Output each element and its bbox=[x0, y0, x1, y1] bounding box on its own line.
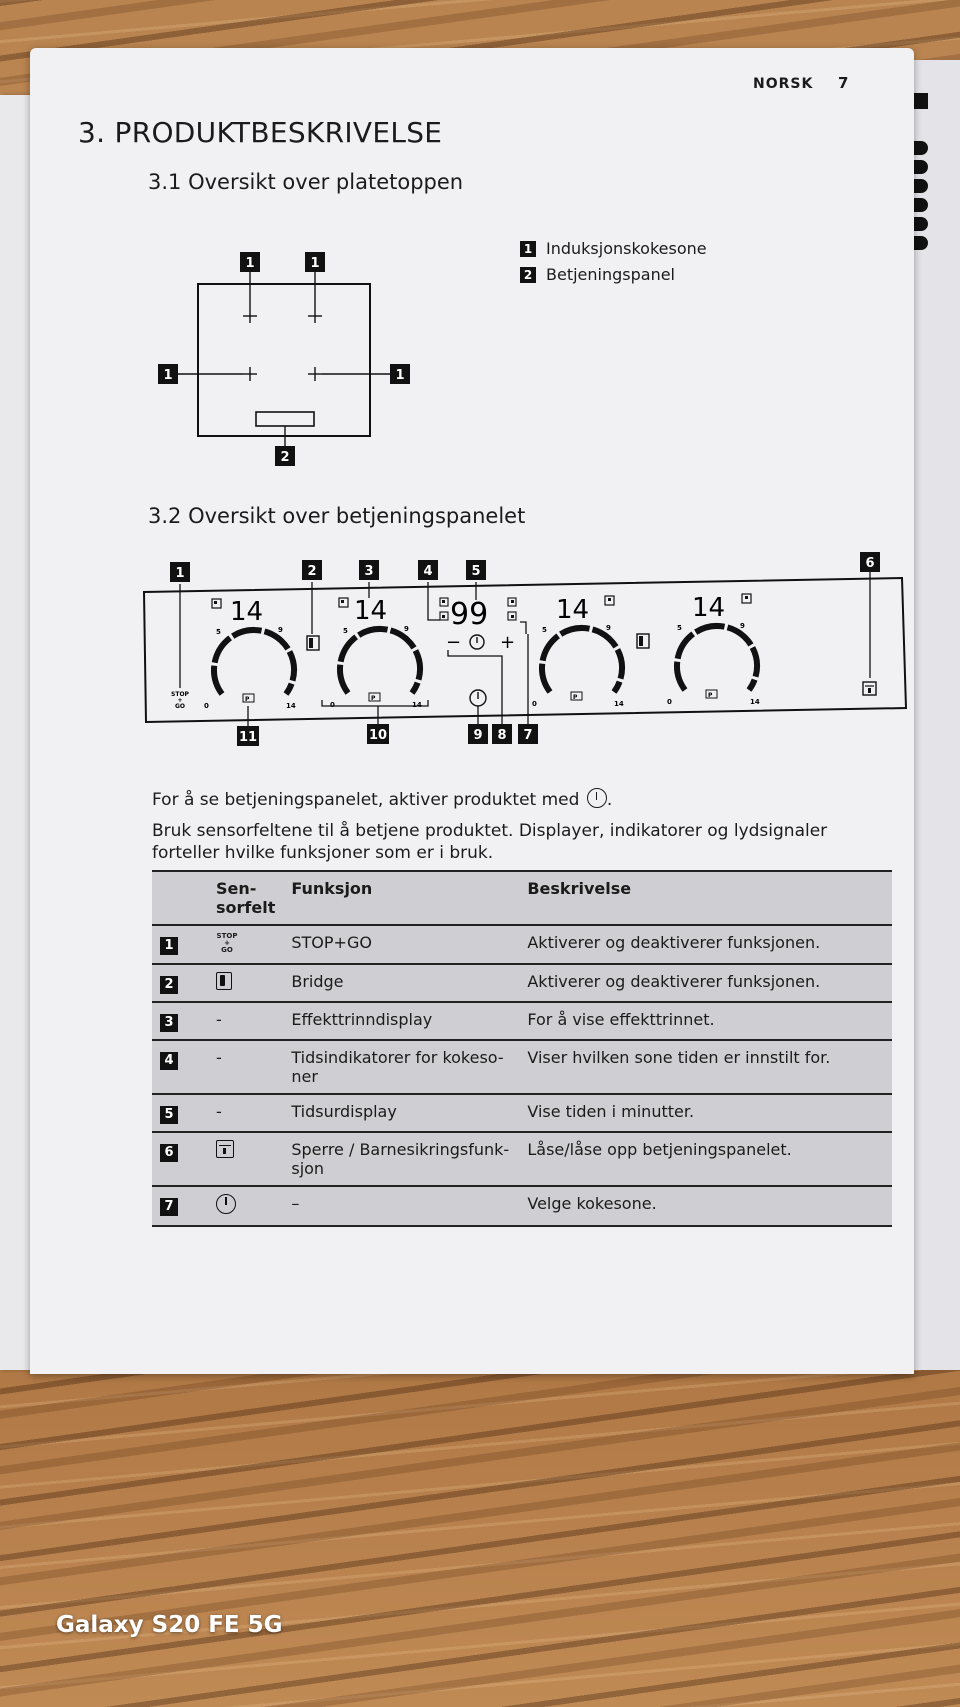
timer-icon bbox=[216, 1194, 236, 1214]
header-function: Funksjon bbox=[283, 871, 520, 926]
camera-watermark: Galaxy S20 FE 5G bbox=[56, 1612, 283, 1638]
table-row: 7 – Velge kokesone. bbox=[152, 1186, 892, 1227]
svg-text:9: 9 bbox=[404, 625, 409, 633]
hob-callout-1c: 1 bbox=[163, 368, 172, 383]
zone4-dial-slider[interactable] bbox=[674, 623, 760, 692]
intro-paragraph-2: Bruk sensorfeltene til å betjene produkt… bbox=[152, 821, 828, 863]
zone4-display: 14 bbox=[692, 593, 725, 623]
manual-page: NORSK 7 3. PRODUKTBESKRIVELSE 3.1 Oversi… bbox=[30, 48, 914, 1374]
zone3-dial-slider[interactable] bbox=[539, 625, 625, 694]
lock-icon bbox=[216, 1140, 234, 1158]
table-row: 3 - Effekttrinndisplay For å vise effekt… bbox=[152, 1002, 892, 1041]
stop-go-icon: STOP+GO bbox=[216, 932, 238, 954]
header-sensor: Sen-sorfelt bbox=[208, 871, 284, 926]
zone3-display: 14 bbox=[556, 595, 589, 625]
timer-icon[interactable] bbox=[469, 634, 485, 650]
hob-callout-1b: 1 bbox=[310, 256, 319, 271]
svg-text:5: 5 bbox=[216, 628, 221, 636]
svg-text:0: 0 bbox=[204, 702, 209, 710]
zone1-display: 14 bbox=[230, 597, 263, 627]
hob-callout-1a: 1 bbox=[245, 256, 254, 271]
panel-callout-7: 7 bbox=[523, 728, 532, 743]
lock-icon[interactable] bbox=[862, 681, 877, 696]
bridge-icon[interactable] bbox=[306, 635, 320, 651]
svg-text:0: 0 bbox=[330, 701, 335, 709]
zone2-dial-slider[interactable] bbox=[337, 626, 423, 695]
hob-diagram: 1 1 1 1 2 bbox=[158, 252, 410, 466]
table-row: 2 Bridge Aktiverer og deaktiverer funksj… bbox=[152, 964, 892, 1003]
svg-text:0: 0 bbox=[532, 700, 537, 708]
hob-callout-1d: 1 bbox=[395, 368, 404, 383]
svg-text:14: 14 bbox=[614, 700, 624, 708]
subsection-title-panel: 3.2 Oversikt over betjeningspanelet bbox=[148, 504, 526, 528]
hob-callout-box bbox=[240, 252, 260, 272]
svg-text:9: 9 bbox=[278, 626, 283, 634]
svg-text:P: P bbox=[708, 692, 713, 699]
svg-text:5: 5 bbox=[343, 627, 348, 635]
panel-callout-5: 5 bbox=[471, 564, 480, 579]
panel-callout-1: 1 bbox=[175, 566, 184, 581]
intro-paragraph-1: For å se betjeningspanelet, aktiver prod… bbox=[152, 788, 613, 810]
svg-text:P: P bbox=[245, 696, 250, 703]
svg-text:9: 9 bbox=[740, 622, 745, 630]
svg-text:5: 5 bbox=[542, 626, 547, 634]
page-number: 7 bbox=[838, 74, 849, 92]
svg-text:14: 14 bbox=[750, 698, 760, 706]
table-row: 6 Sperre / Barnesikringsfunk-sjon Låse/l… bbox=[152, 1132, 892, 1187]
panel-callout-4: 4 bbox=[423, 564, 432, 579]
timer-display: 99 bbox=[450, 597, 488, 632]
panel-callout-3: 3 bbox=[364, 564, 373, 579]
table-header-row: Sen-sorfelt Funksjon Beskrivelse bbox=[152, 871, 892, 926]
svg-text:P: P bbox=[371, 695, 376, 702]
table-row: 5 - Tidsurdisplay Vise tiden i minutter. bbox=[152, 1094, 892, 1133]
svg-text:9: 9 bbox=[606, 624, 611, 632]
timer-plus-button[interactable]: + bbox=[500, 632, 515, 653]
stop-label: STOP bbox=[171, 691, 190, 698]
control-panel-diagram: 1 2 3 4 5 6 11 10 9 8 7 STOP + GO 14 5 9… bbox=[142, 552, 908, 746]
sensor-table: Sen-sorfelt Funksjon Beskrivelse 1 STOP+… bbox=[152, 870, 892, 1227]
svg-text:14: 14 bbox=[286, 702, 296, 710]
table-row: 4 - Tidsindikatorer for kokeso-ner Viser… bbox=[152, 1040, 892, 1095]
panel-callout-8: 8 bbox=[497, 728, 506, 743]
table-row: 1 STOP+GO STOP+GO Aktiverer og deaktiver… bbox=[152, 925, 892, 965]
index-tabs bbox=[912, 93, 932, 273]
stop-plus-label: + bbox=[177, 697, 182, 704]
panel-callout-10: 10 bbox=[369, 728, 387, 743]
svg-text:0: 0 bbox=[667, 698, 672, 706]
bridge-icon[interactable] bbox=[636, 633, 650, 649]
svg-text:P: P bbox=[573, 694, 578, 701]
panel-callout-6: 6 bbox=[865, 556, 874, 571]
power-icon[interactable] bbox=[469, 689, 487, 707]
go-label: GO bbox=[175, 703, 185, 710]
header-description: Beskrivelse bbox=[519, 871, 892, 926]
panel-callout-11: 11 bbox=[239, 730, 257, 745]
panel-callout-2: 2 bbox=[307, 564, 316, 579]
zone2-display: 14 bbox=[354, 596, 387, 626]
svg-text:5: 5 bbox=[677, 624, 682, 632]
svg-text:14: 14 bbox=[412, 701, 422, 709]
bridge-icon bbox=[216, 972, 232, 990]
panel-callout-9: 9 bbox=[473, 728, 482, 743]
header-language: NORSK bbox=[753, 76, 814, 92]
zone1-dial-slider[interactable] bbox=[211, 627, 297, 696]
section-title: 3. PRODUKTBESKRIVELSE bbox=[78, 116, 443, 149]
power-icon bbox=[586, 788, 607, 808]
subsection-title-hob: 3.1 Oversikt over platetoppen bbox=[148, 170, 464, 194]
timer-minus-button[interactable]: − bbox=[446, 632, 461, 653]
hob-callout-2: 2 bbox=[280, 450, 289, 465]
